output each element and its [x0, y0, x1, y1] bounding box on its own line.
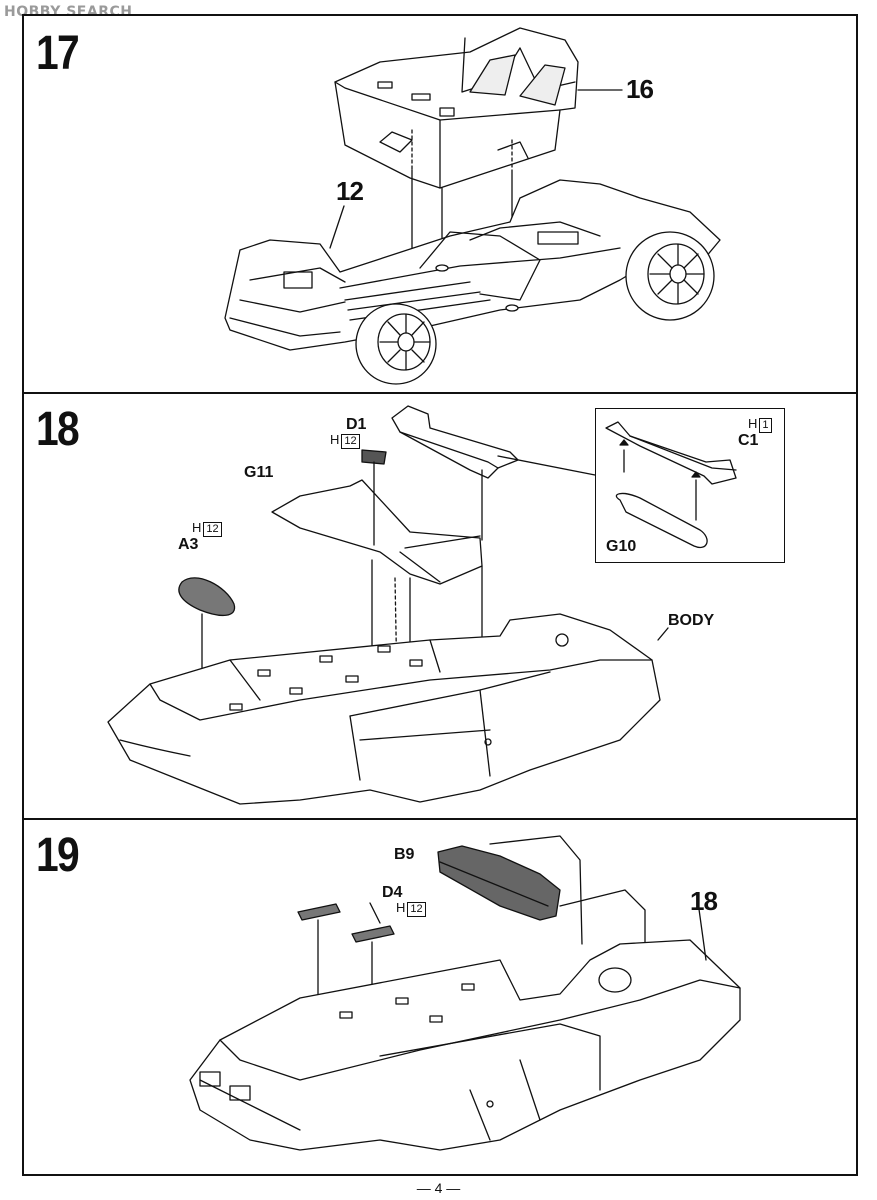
part-label-body: BODY	[668, 612, 715, 629]
front-wheel	[355, 303, 437, 385]
car-body-assembled	[189, 939, 741, 1151]
engine-cover-part	[271, 479, 483, 585]
part-label-c1: C1	[738, 432, 759, 449]
part-label-12: 12	[336, 176, 364, 206]
part-label-d4: D4	[382, 884, 403, 901]
step-number: 18	[36, 403, 80, 456]
watermark-logo: HOBBY SEARCH	[4, 4, 133, 20]
rear-wheel	[625, 231, 715, 321]
part-label-16: 16	[626, 74, 654, 104]
rear-wing-part	[391, 405, 519, 479]
instruction-frame	[22, 14, 858, 1176]
part-label-d1: D1	[346, 416, 367, 433]
part-label-a3: A3	[178, 536, 199, 553]
step-number: 19	[36, 829, 80, 882]
page-number: — 4 —	[416, 1180, 461, 1196]
part-label-b9: B9	[394, 846, 415, 863]
wing-detail-inset	[595, 408, 785, 563]
part-label-18: 18	[690, 886, 718, 916]
car-body-part	[107, 613, 661, 805]
step-divider	[22, 392, 858, 394]
step-number: 17	[36, 27, 80, 80]
b9-part	[437, 845, 561, 921]
seat-tub-part	[334, 27, 579, 189]
step-divider	[22, 818, 858, 820]
wing-c1-part	[605, 421, 737, 485]
part-label-g10: G10	[606, 538, 637, 555]
part-label-g11: G11	[244, 464, 274, 481]
